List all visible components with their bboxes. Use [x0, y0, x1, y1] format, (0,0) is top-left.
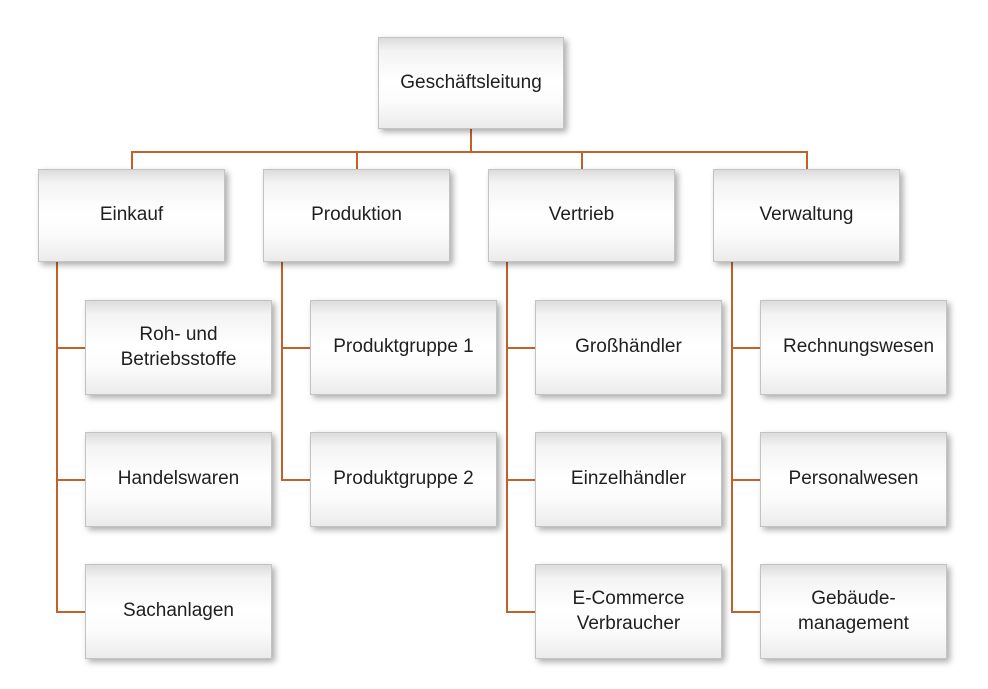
- org-node-label: Rechnungswesen: [783, 336, 935, 358]
- connector-line: [580, 151, 583, 169]
- org-node-einkauf[interactable]: Einkauf: [38, 169, 225, 262]
- org-node-produktion[interactable]: Produktion: [263, 169, 450, 262]
- org-node-geschaftsleitung[interactable]: Geschäftsleitung: [378, 37, 564, 129]
- org-node-rechnungswesen[interactable]: Rechnungswesen: [760, 300, 947, 395]
- connector-line: [507, 478, 535, 481]
- connector-line: [281, 262, 283, 481]
- connector-line: [130, 151, 133, 169]
- org-node-label: Vertrieb: [548, 204, 615, 226]
- org-node-handelswaren[interactable]: Handelswaren: [85, 432, 272, 527]
- connector-line: [732, 478, 760, 481]
- connector-line: [57, 478, 85, 481]
- org-node-label: Sachanlagen: [123, 600, 234, 622]
- org-node-label: Produktgruppe 2: [333, 468, 474, 490]
- org-node-grosshandler[interactable]: Großhändler: [535, 300, 722, 395]
- org-node-einzelhandler[interactable]: Einzelhändler: [535, 432, 722, 527]
- org-node-label: Gebäude-management: [798, 588, 909, 634]
- connector-line: [57, 346, 85, 349]
- connector-line: [506, 262, 508, 613]
- connector-line: [130, 151, 808, 153]
- connector-line: [282, 346, 310, 349]
- org-node-roh-und-betriebsstoffe[interactable]: Roh- und Betriebsstoffe: [85, 300, 272, 395]
- connector-line: [507, 346, 535, 349]
- org-node-produktgruppe-2[interactable]: Produktgruppe 2: [310, 432, 497, 527]
- org-node-label: Produktion: [311, 204, 402, 226]
- connector-line: [805, 151, 808, 169]
- connector-line: [282, 478, 310, 481]
- org-node-produktgruppe-1[interactable]: Produktgruppe 1: [310, 300, 497, 395]
- connector-line: [507, 610, 535, 613]
- connector-line: [731, 262, 733, 613]
- org-node-label: Verwaltung: [759, 204, 854, 226]
- connector-line: [470, 129, 472, 153]
- org-node-vertrieb[interactable]: Vertrieb: [488, 169, 675, 262]
- connector-line: [732, 610, 760, 613]
- org-node-label: Einzelhändler: [570, 468, 687, 490]
- org-node-label: Produktgruppe 1: [333, 336, 474, 358]
- org-node-gebaude-management[interactable]: Gebäude-management: [760, 564, 947, 659]
- connector-line: [355, 151, 358, 169]
- org-node-label: Einkauf: [99, 204, 164, 226]
- org-node-label: E-Commerce Verbraucher: [572, 588, 685, 634]
- org-node-label: Großhändler: [575, 336, 682, 358]
- org-node-label: Geschäftsleitung: [400, 71, 542, 93]
- org-node-e-commerce-verbraucher[interactable]: E-Commerce Verbraucher: [535, 564, 722, 659]
- connector-line: [57, 610, 85, 613]
- org-node-sachanlagen[interactable]: Sachanlagen: [85, 564, 272, 659]
- org-node-label: Handelswaren: [117, 468, 240, 490]
- org-node-verwaltung[interactable]: Verwaltung: [713, 169, 900, 262]
- org-node-personalwesen[interactable]: Personalwesen: [760, 432, 947, 527]
- org-node-label: Roh- und Betriebsstoffe: [120, 324, 237, 370]
- connector-line: [732, 346, 760, 349]
- connector-line: [56, 262, 58, 613]
- org-node-label: Personalwesen: [788, 468, 919, 490]
